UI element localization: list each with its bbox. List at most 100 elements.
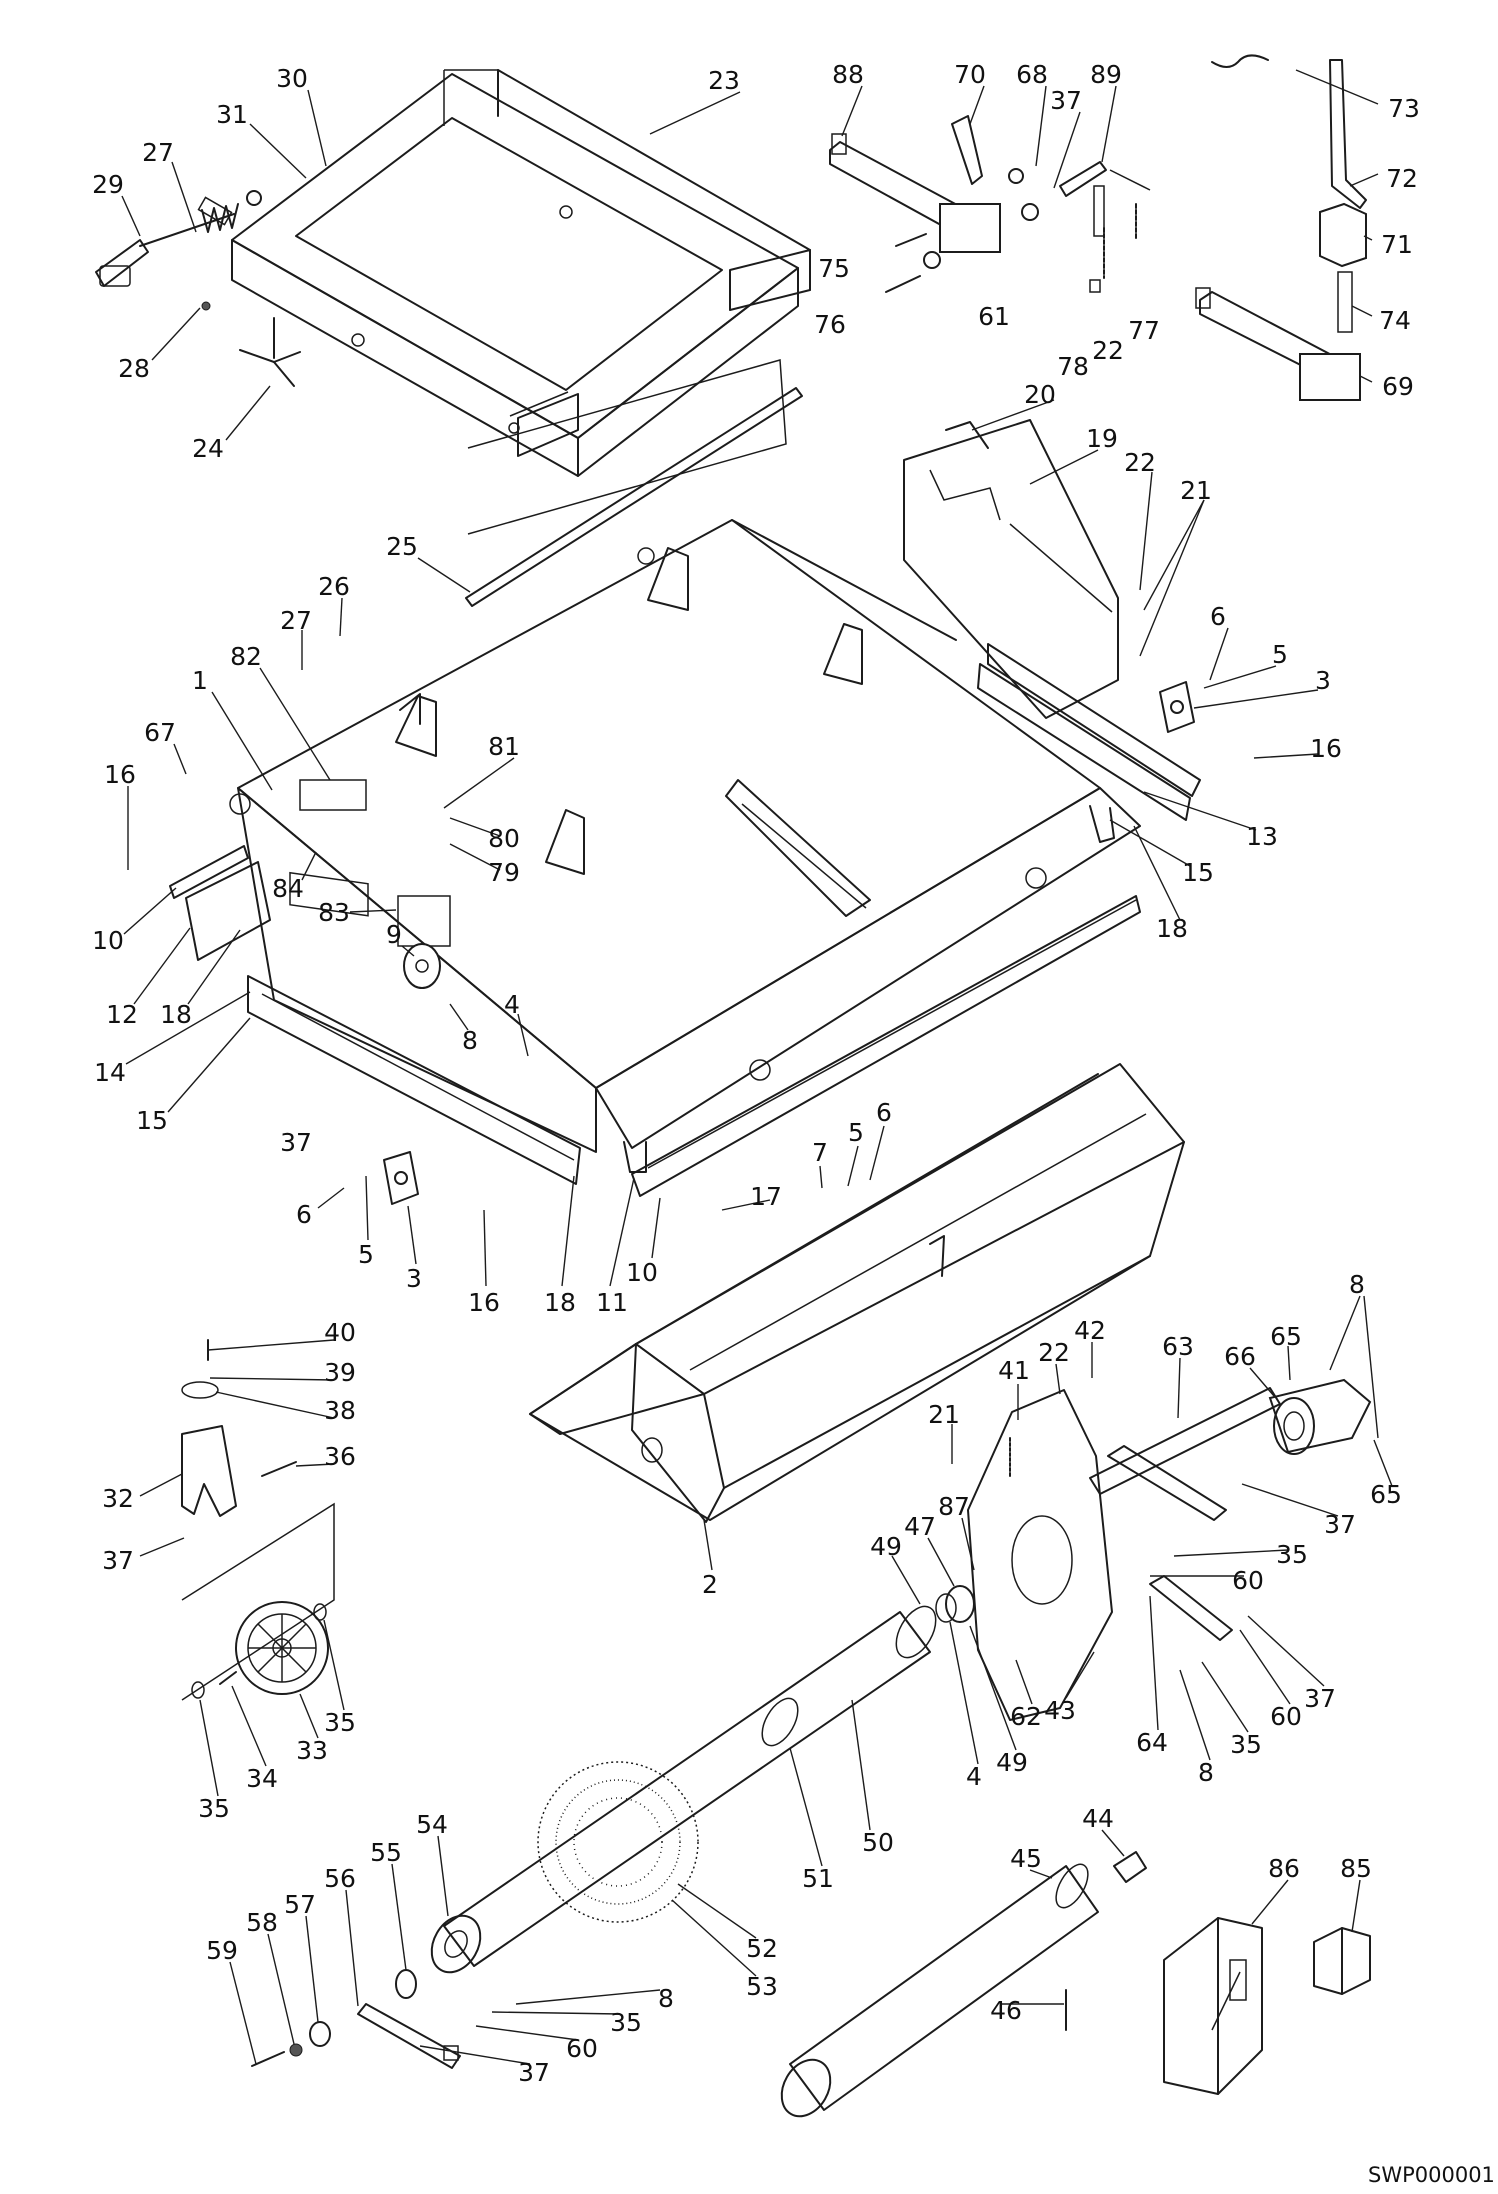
callout-89: 89	[1090, 60, 1122, 89]
callout-51: 51	[802, 1864, 834, 1893]
callout-55: 55	[370, 1838, 402, 1867]
callout-23: 23	[708, 66, 740, 95]
callout-67: 67	[144, 718, 176, 747]
callout-5: 5	[358, 1240, 374, 1269]
brush-core	[251, 1605, 937, 2069]
callout-64: 64	[1136, 1728, 1168, 1757]
callout-35: 35	[610, 2008, 642, 2037]
drawing-id: SWP000001	[1368, 2163, 1495, 2187]
callout-28: 28	[118, 354, 150, 383]
callout-6: 6	[1210, 602, 1226, 631]
callout-37: 37	[280, 1128, 312, 1157]
callout-24: 24	[192, 434, 224, 463]
callout-43: 43	[1044, 1696, 1076, 1725]
callout-25: 25	[386, 532, 418, 561]
callout-37: 37	[102, 1546, 134, 1575]
callout-1: 1	[192, 666, 208, 695]
callout-15: 15	[1182, 858, 1214, 887]
callout-18: 18	[544, 1288, 576, 1317]
callout-86: 86	[1268, 1854, 1300, 1883]
side-shield	[903, 419, 1119, 719]
callout-16: 16	[468, 1288, 500, 1317]
callout-2: 2	[702, 1570, 718, 1599]
callout-81: 81	[488, 732, 520, 761]
callout-21: 21	[928, 1400, 960, 1429]
callout-37: 37	[1304, 1684, 1336, 1713]
callout-83: 83	[318, 898, 350, 927]
callout-82: 82	[230, 642, 262, 671]
callout-38: 38	[324, 1396, 356, 1425]
callout-10: 10	[626, 1258, 658, 1287]
callout-76: 76	[814, 310, 846, 339]
callout-42: 42	[1074, 1316, 1106, 1345]
callout-60: 60	[1232, 1566, 1264, 1595]
callout-73: 73	[1388, 94, 1420, 123]
callout-27: 27	[142, 138, 174, 167]
callout-77: 77	[1128, 316, 1160, 345]
callout-8: 8	[1198, 1758, 1214, 1787]
callout-8: 8	[1349, 1270, 1365, 1299]
callout-8: 8	[462, 1026, 478, 1055]
callout-63: 63	[1162, 1332, 1194, 1361]
callout-20: 20	[1024, 380, 1056, 409]
latch-assembly	[829, 115, 1151, 293]
callout-79: 79	[488, 858, 520, 887]
callout-35: 35	[324, 1708, 356, 1737]
callout-62: 62	[1010, 1702, 1042, 1731]
rod	[465, 359, 803, 607]
spare-cube	[1313, 1927, 1371, 1995]
callout-88: 88	[832, 60, 864, 89]
caster-wheel	[181, 1339, 335, 1701]
callout-18: 18	[160, 1000, 192, 1029]
callout-72: 72	[1386, 164, 1418, 193]
callout-47: 47	[904, 1512, 936, 1541]
callout-5: 5	[848, 1118, 864, 1147]
callout-57: 57	[284, 1890, 316, 1919]
callout-49: 49	[996, 1748, 1028, 1777]
callout-39: 39	[324, 1358, 356, 1387]
callout-69: 69	[1382, 372, 1414, 401]
callout-14: 14	[94, 1058, 126, 1087]
callout-22: 22	[1092, 336, 1124, 365]
callout-45: 45	[1010, 1844, 1042, 1873]
brush-hood	[529, 1063, 1185, 1523]
callout-65: 65	[1270, 1322, 1302, 1351]
callout-40: 40	[324, 1318, 356, 1347]
callout-17: 17	[750, 1182, 782, 1211]
bearing-plate	[935, 1378, 1372, 1721]
callout-87: 87	[938, 1492, 970, 1521]
callout-37: 37	[1050, 86, 1082, 115]
callout-18: 18	[1156, 914, 1188, 943]
callout-35: 35	[1230, 1730, 1262, 1759]
callout-85: 85	[1340, 1854, 1372, 1883]
callout-33: 33	[296, 1736, 328, 1765]
callout-78: 78	[1057, 352, 1089, 381]
callout-16: 16	[1310, 734, 1342, 763]
main-housing	[229, 519, 1141, 1173]
drive-shaft	[780, 1851, 1147, 2118]
callout-22: 22	[1124, 448, 1156, 477]
callout-31: 31	[216, 100, 248, 129]
callout-53: 53	[746, 1972, 778, 2001]
callout-15: 15	[136, 1106, 168, 1135]
callout-34: 34	[246, 1764, 278, 1793]
callout-65: 65	[1370, 1480, 1402, 1509]
callout-66: 66	[1224, 1342, 1256, 1371]
callout-4: 4	[966, 1762, 982, 1791]
callout-68: 68	[1016, 60, 1048, 89]
callout-75: 75	[818, 254, 850, 283]
callout-22: 22	[1038, 1338, 1070, 1367]
callout-19: 19	[1086, 424, 1118, 453]
callout-52: 52	[746, 1934, 778, 1963]
right-latch-bracket	[1195, 54, 1367, 401]
callout-13: 13	[1246, 822, 1278, 851]
callout-37: 37	[518, 2058, 550, 2087]
callout-60: 60	[566, 2034, 598, 2063]
callout-74: 74	[1379, 306, 1411, 335]
callout-84: 84	[272, 874, 304, 903]
callout-36: 36	[324, 1442, 356, 1471]
callout-35: 35	[198, 1794, 230, 1823]
callout-6: 6	[876, 1098, 892, 1127]
callout-49: 49	[870, 1532, 902, 1561]
